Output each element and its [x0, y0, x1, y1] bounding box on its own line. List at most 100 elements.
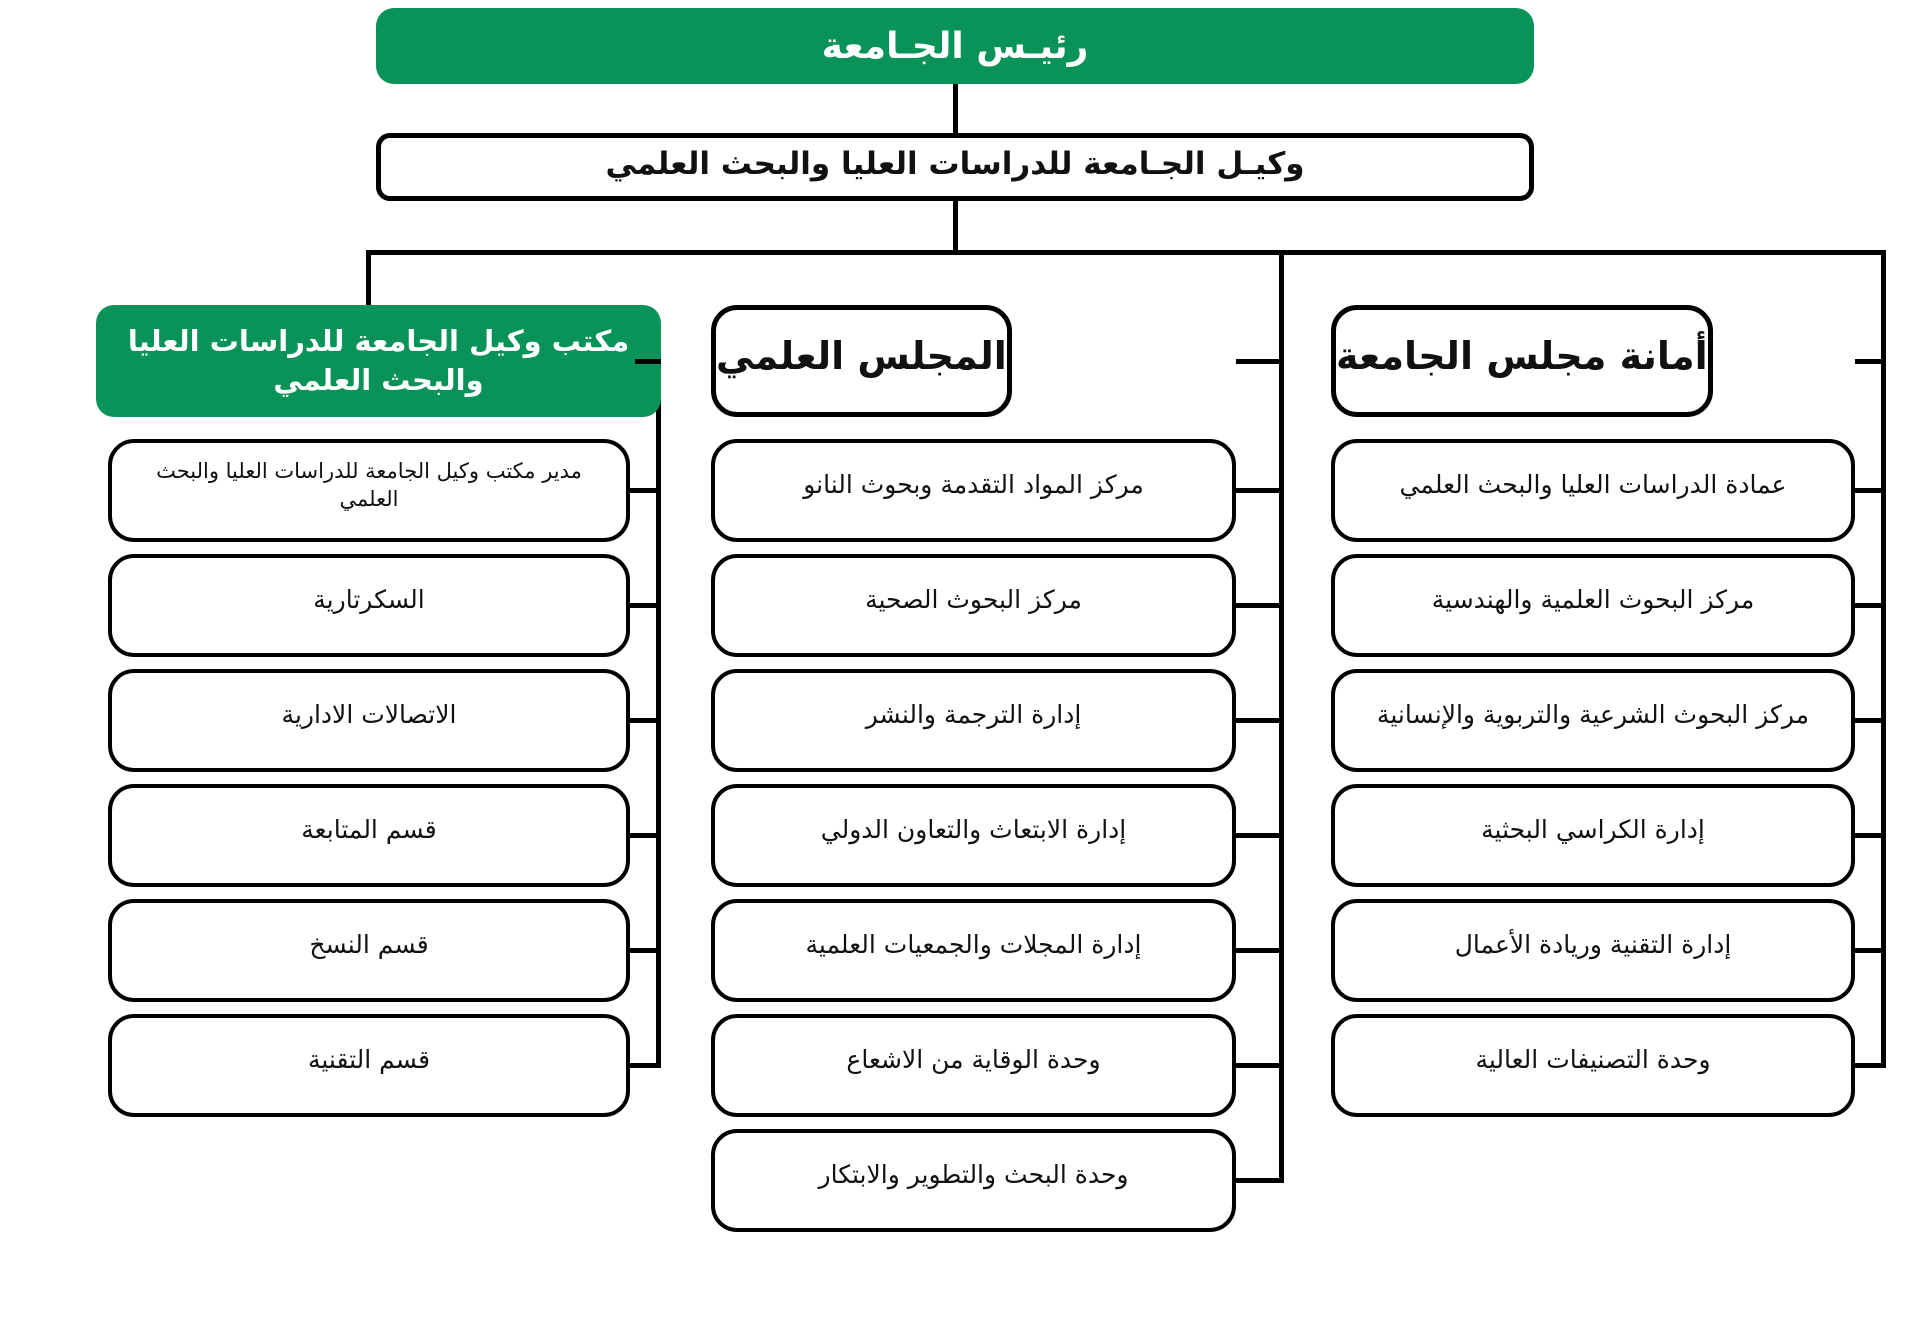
- org-node-radiation-protection-unit: وحدة الوقاية من الاشعاع: [711, 1014, 1236, 1117]
- column-council-secretariat: أمانة مجلس الجامعة عمادة الدراسات العليا…: [1331, 250, 1886, 1129]
- org-row: إدارة التقنية وريادة الأعمال: [1331, 899, 1886, 1002]
- connector-stub: [1236, 358, 1284, 364]
- org-node-label: إدارة الابتعاث والتعاون الدولي: [820, 815, 1127, 845]
- connector-left-spine: [656, 361, 661, 1067]
- org-node-scholarship-intl-cooperation-admin: إدارة الابتعاث والتعاون الدولي: [711, 784, 1236, 887]
- connector-stub: [1855, 1063, 1886, 1068]
- org-node-vice-president: وكيـل الجـامعة للدراسات العليا والبحث ال…: [376, 133, 1534, 201]
- connector-stub: [1236, 833, 1284, 838]
- org-row: مركز البحوث الصحية: [711, 554, 1284, 657]
- connector-stub: [1855, 948, 1886, 953]
- org-row: مركز البحوث العلمية والهندسية: [1331, 554, 1886, 657]
- org-row: مركز البحوث الشرعية والتربوية والإنسانية: [1331, 669, 1886, 772]
- org-node-sharia-educational-humanities-research-center: مركز البحوث الشرعية والتربوية والإنسانية: [1331, 669, 1855, 772]
- org-node-label: إدارة الترجمة والنشر: [865, 700, 1082, 730]
- org-node-journals-societies-admin: إدارة المجلات والجمعيات العلمية: [711, 899, 1236, 1002]
- org-node-label: رئيـس الجـامعة: [821, 25, 1089, 67]
- org-node-label: وحدة التصنيفات العالية: [1475, 1045, 1711, 1075]
- connector-stub: [1855, 718, 1886, 723]
- org-node-technology-entrepreneurship-admin: إدارة التقنية وريادة الأعمال: [1331, 899, 1855, 1002]
- org-node-label: وحدة الوقاية من الاشعاع: [846, 1045, 1101, 1075]
- org-row: مركز المواد التقدمة وبحوث النانو: [711, 439, 1284, 542]
- column-header-label: أمانة مجلس الجامعة: [1336, 334, 1708, 378]
- org-row: أمانة مجلس الجامعة: [1331, 305, 1886, 417]
- org-row: عمادة الدراسات العليا والبحث العلمي: [1331, 439, 1886, 542]
- org-row: السكرتارية: [96, 554, 661, 657]
- column-header-label: مكتب وكيل الجامعة للدراسات العليا والبحث…: [127, 323, 630, 397]
- connector-stub: [630, 603, 661, 608]
- connector-stub: [1236, 1063, 1284, 1068]
- connector-stub: [1855, 358, 1886, 364]
- connector-branch-horizontal: [366, 250, 1886, 255]
- column-header-label: المجلس العلمي: [716, 334, 1007, 378]
- connector-stub: [630, 718, 661, 723]
- org-row: الاتصالات الادارية: [96, 669, 661, 772]
- org-row: إدارة الكراسي البحثية: [1331, 784, 1886, 887]
- org-row: إدارة المجلات والجمعيات العلمية: [711, 899, 1284, 1002]
- org-row: قسم التقنية: [96, 1014, 661, 1117]
- org-node-copying-dept: قسم النسخ: [108, 899, 630, 1002]
- connector-stub: [1855, 603, 1886, 608]
- org-node-label: عمادة الدراسات العليا والبحث العلمي: [1399, 470, 1787, 500]
- org-node-label: قسم المتابعة: [301, 815, 437, 845]
- org-row: قسم المتابعة: [96, 784, 661, 887]
- org-row: وحدة البحث والتطوير والابتكار: [711, 1129, 1284, 1232]
- connector-stub: [630, 1063, 661, 1068]
- org-node-secretariat-dept: السكرتارية: [108, 554, 630, 657]
- column-header-office: مكتب وكيل الجامعة للدراسات العليا والبحث…: [96, 305, 661, 417]
- org-node-research-development-innovation-unit: وحدة البحث والتطوير والابتكار: [711, 1129, 1236, 1232]
- connector-root-to-deputy: [953, 84, 958, 133]
- org-row: وحدة الوقاية من الاشعاع: [711, 1014, 1284, 1117]
- org-row: قسم النسخ: [96, 899, 661, 1002]
- org-node-translation-publishing-admin: إدارة الترجمة والنشر: [711, 669, 1236, 772]
- column-header-scientific-council: المجلس العلمي: [711, 305, 1012, 417]
- connector-stub: [1236, 603, 1284, 608]
- org-node-research-chairs-admin: إدارة الكراسي البحثية: [1331, 784, 1855, 887]
- column-header-council-secretariat: أمانة مجلس الجامعة: [1331, 305, 1713, 417]
- org-node-scientific-engineering-research-center: مركز البحوث العلمية والهندسية: [1331, 554, 1855, 657]
- org-node-label: مركز البحوث العلمية والهندسية: [1431, 585, 1755, 615]
- connector-deputy-to-branches: [953, 201, 958, 253]
- org-node-technology-dept: قسم التقنية: [108, 1014, 630, 1117]
- org-row: المجلس العلمي: [711, 305, 1284, 417]
- org-node-admin-communications: الاتصالات الادارية: [108, 669, 630, 772]
- org-node-label: مركز البحوث الشرعية والتربوية والإنسانية: [1376, 700, 1810, 730]
- org-node-label: مركز البحوث الصحية: [865, 585, 1082, 615]
- org-row: مدير مكتب وكيل الجامعة للدراسات العليا و…: [96, 439, 661, 542]
- connector-stub: [1236, 1178, 1284, 1183]
- column-scientific-council: المجلس العلمي مركز المواد التقدمة وبحوث …: [711, 250, 1284, 1244]
- org-node-label: قسم النسخ: [309, 930, 429, 960]
- connector-middle-spine: [1279, 250, 1284, 1181]
- connector-drop-left-column: [366, 253, 371, 307]
- org-node-label: قسم التقنية: [307, 1045, 431, 1075]
- org-node-advanced-materials-nano-center: مركز المواد التقدمة وبحوث النانو: [711, 439, 1236, 542]
- column-office: مكتب وكيل الجامعة للدراسات العليا والبحث…: [96, 305, 661, 1129]
- org-node-label: إدارة المجلات والجمعيات العلمية: [805, 930, 1142, 960]
- org-row: مكتب وكيل الجامعة للدراسات العليا والبحث…: [96, 305, 661, 417]
- connector-stub: [1236, 718, 1284, 723]
- connector-stub: [630, 833, 661, 838]
- org-node-label: إدارة الكراسي البحثية: [1481, 815, 1705, 845]
- connector-stub: [630, 488, 661, 493]
- org-node-label: الاتصالات الادارية: [281, 700, 457, 730]
- org-node-health-research-center: مركز البحوث الصحية: [711, 554, 1236, 657]
- connector-stub: [1855, 488, 1886, 493]
- connector-stub: [1236, 948, 1284, 953]
- connector-right-spine: [1881, 250, 1886, 1066]
- org-node-label: إدارة التقنية وريادة الأعمال: [1454, 930, 1732, 960]
- org-node-label: وحدة البحث والتطوير والابتكار: [818, 1160, 1129, 1190]
- org-node-label: السكرتارية: [313, 585, 425, 615]
- org-node-label: مركز المواد التقدمة وبحوث النانو: [803, 470, 1144, 500]
- org-node-office-director: مدير مكتب وكيل الجامعة للدراسات العليا و…: [108, 439, 630, 542]
- connector-stub: [1236, 488, 1284, 493]
- org-row: إدارة الترجمة والنشر: [711, 669, 1284, 772]
- connector-stub: [1855, 833, 1886, 838]
- connector-stub: [630, 948, 661, 953]
- org-node-follow-up-dept: قسم المتابعة: [108, 784, 630, 887]
- org-node-label: وكيـل الجـامعة للدراسات العليا والبحث ال…: [605, 146, 1305, 182]
- org-node-graduate-studies-deanship: عمادة الدراسات العليا والبحث العلمي: [1331, 439, 1855, 542]
- org-row: وحدة التصنيفات العالية: [1331, 1014, 1886, 1117]
- org-node-university-president: رئيـس الجـامعة: [376, 8, 1534, 84]
- org-node-label: مدير مكتب وكيل الجامعة للدراسات العليا و…: [156, 459, 582, 511]
